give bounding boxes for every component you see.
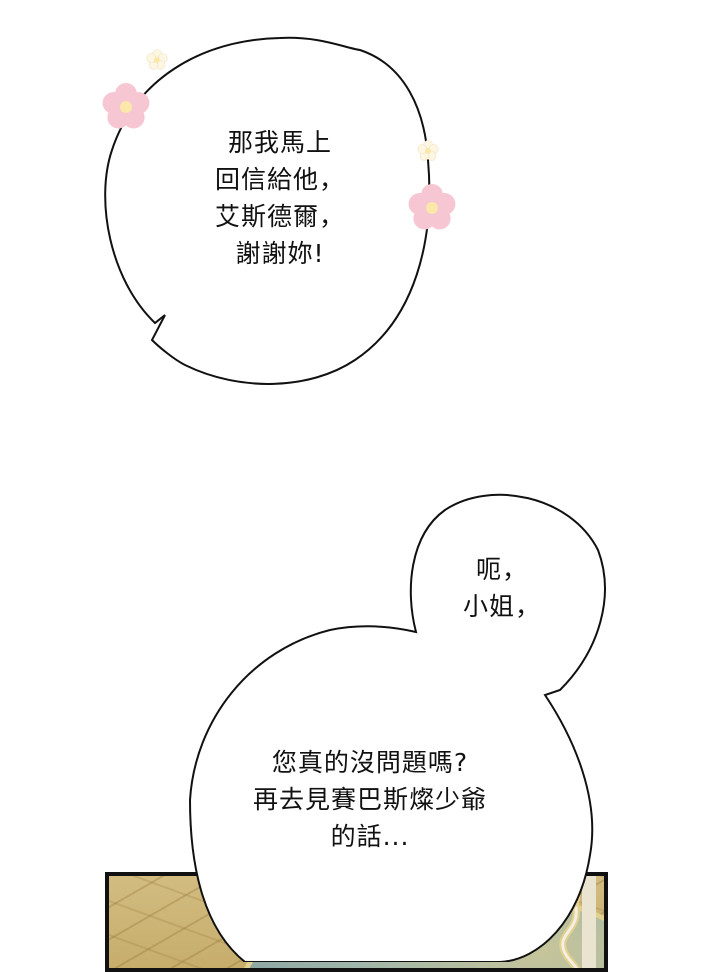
- speech-bubble-2: [188, 493, 606, 962]
- dialogue-line: 謝謝妳!: [235, 239, 325, 268]
- dialogue-line: 小姐，: [462, 592, 541, 621]
- dialogue-line: 艾斯德爾，: [214, 202, 345, 231]
- dialogue-line: 的話...: [330, 822, 410, 851]
- flower-icon: [417, 140, 439, 161]
- dialogue-line: 那我馬上: [227, 128, 332, 157]
- dialogue-line: 您真的沒問題嗎?: [271, 748, 469, 777]
- flower-icon: [146, 49, 168, 70]
- dialogue-text-3: 您真的沒問題嗎? 再去見賽巴斯燦少爺 的話...: [220, 744, 520, 855]
- speech-bubble-1: [104, 36, 431, 385]
- flower-icon: [102, 83, 150, 129]
- dialogue-text-1: 那我馬上 回信給他， 艾斯德爾， 謝謝妳!: [190, 124, 370, 272]
- dialogue-line: 再去見賽巴斯燦少爺: [252, 785, 487, 814]
- dialogue-text-2: 呃， 小姐，: [452, 551, 552, 625]
- dialogue-line: 呃，: [475, 555, 528, 584]
- flower-icon: [408, 184, 456, 230]
- dialogue-line: 回信給他，: [214, 165, 345, 194]
